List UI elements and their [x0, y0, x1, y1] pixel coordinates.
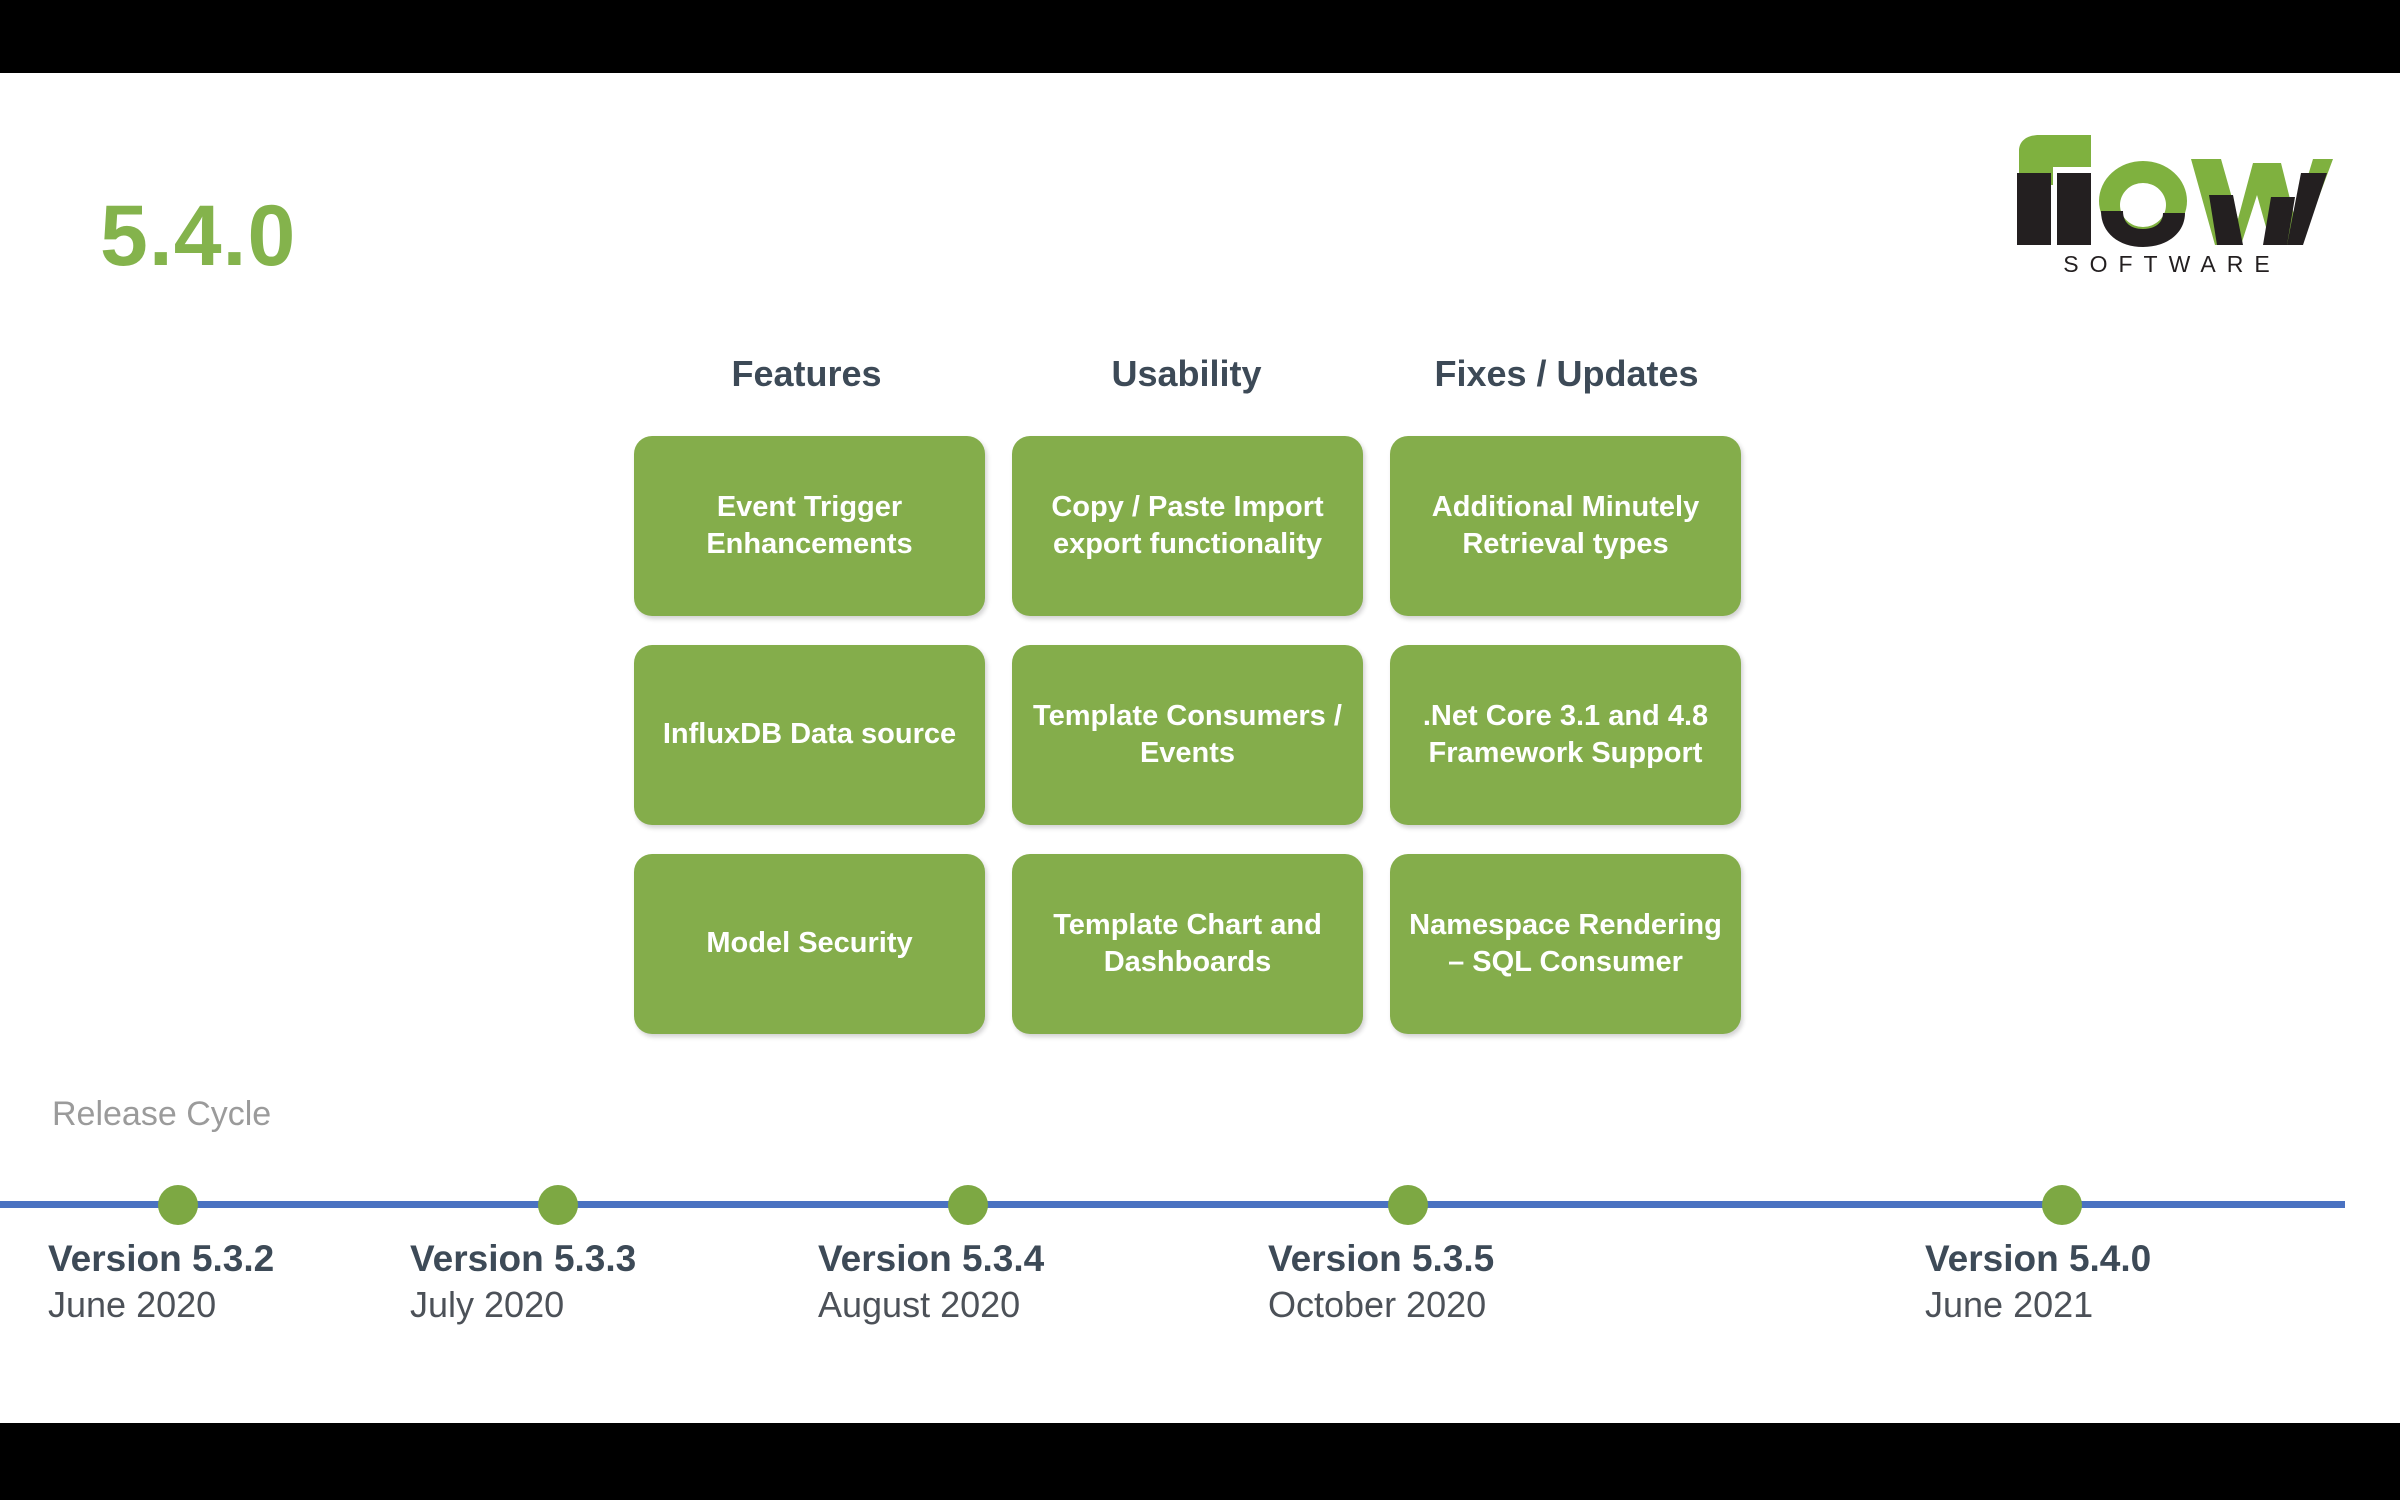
card-row: InfluxDB Data source Template Consumers … — [634, 645, 1774, 825]
timeline-version-label: Version 5.4.0 — [1925, 1238, 2152, 1279]
timeline-dot[interactable] — [158, 1185, 198, 1225]
feature-card-label: Namespace Rendering – SQL Consumer — [1409, 908, 1722, 978]
slide-canvas: 5.4.0 SOFTWARE — [0, 73, 2400, 1423]
feature-card-label: Copy / Paste Import export functionality — [1051, 490, 1324, 560]
timeline-dot[interactable] — [1388, 1185, 1428, 1225]
timeline-entry: Version 5.3.3 July 2020 — [410, 1236, 636, 1327]
logo: SOFTWARE — [1995, 133, 2355, 293]
release-timeline — [0, 1185, 2345, 1225]
feature-card[interactable]: .Net Core 3.1 and 4.8 Framework Support — [1390, 645, 1741, 825]
feature-card-grid: Event Trigger Enhancements Copy / Paste … — [634, 436, 1774, 1034]
release-cycle-label: Release Cycle — [52, 1095, 272, 1133]
feature-card[interactable]: Additional Minutely Retrieval types — [1390, 436, 1741, 616]
timeline-axis-line — [0, 1201, 2345, 1208]
page-title-version: 5.4.0 — [100, 188, 297, 284]
feature-card[interactable]: Template Chart and Dashboards — [1012, 854, 1363, 1034]
feature-card-label: Template Chart and Dashboards — [1053, 908, 1322, 978]
logo-subtitle: SOFTWARE — [2063, 251, 2281, 277]
timeline-entry: Version 5.4.0 June 2021 — [1925, 1236, 2151, 1327]
feature-card-label: Event Trigger Enhancements — [706, 490, 913, 560]
timeline-dot[interactable] — [538, 1185, 578, 1225]
feature-card-label: Template Consumers / Events — [1033, 699, 1342, 769]
flow-logo-icon — [2017, 135, 2333, 247]
column-header-features: Features — [731, 353, 882, 394]
feature-card[interactable]: Namespace Rendering – SQL Consumer — [1390, 854, 1741, 1034]
timeline-date-label: August 2020 — [818, 1284, 1021, 1326]
timeline-dot[interactable] — [2042, 1185, 2082, 1225]
card-row: Model Security Template Chart and Dashbo… — [634, 854, 1774, 1034]
timeline-date-label: June 2020 — [48, 1284, 217, 1326]
timeline-date-label: June 2021 — [1925, 1284, 2094, 1326]
column-header-usability: Usability — [1111, 353, 1262, 394]
timeline-dot[interactable] — [948, 1185, 988, 1225]
timeline-version-label: Version 5.3.5 — [1268, 1238, 1495, 1279]
feature-card[interactable]: Event Trigger Enhancements — [634, 436, 985, 616]
timeline-entry: Version 5.3.2 June 2020 — [48, 1236, 274, 1327]
timeline-date-label: October 2020 — [1268, 1284, 1487, 1326]
feature-card[interactable]: Copy / Paste Import export functionality — [1012, 436, 1363, 616]
feature-card-label: Additional Minutely Retrieval types — [1431, 490, 1700, 560]
feature-card-label: InfluxDB Data source — [662, 718, 957, 751]
timeline-version-label: Version 5.3.2 — [48, 1238, 275, 1279]
column-header-fixes-updates: Fixes / Updates — [1434, 353, 1699, 394]
feature-card-label: Model Security — [706, 927, 913, 960]
timeline-entry: Version 5.3.5 October 2020 — [1268, 1236, 1494, 1327]
feature-card[interactable]: Model Security — [634, 854, 985, 1034]
timeline-version-label: Version 5.3.4 — [818, 1238, 1045, 1279]
column-headers: Features Usability Fixes / Updates — [630, 353, 1770, 395]
feature-card[interactable]: InfluxDB Data source — [634, 645, 985, 825]
feature-card-label: .Net Core 3.1 and 4.8 Framework Support — [1422, 699, 1709, 769]
card-row: Event Trigger Enhancements Copy / Paste … — [634, 436, 1774, 616]
letterbox-bar-bottom — [0, 1423, 2400, 1500]
timeline-version-label: Version 5.3.3 — [410, 1238, 637, 1279]
timeline-date-label: July 2020 — [410, 1284, 565, 1326]
feature-card[interactable]: Template Consumers / Events — [1012, 645, 1363, 825]
timeline-entry: Version 5.3.4 August 2020 — [818, 1236, 1044, 1327]
letterbox-bar-top — [0, 0, 2400, 73]
